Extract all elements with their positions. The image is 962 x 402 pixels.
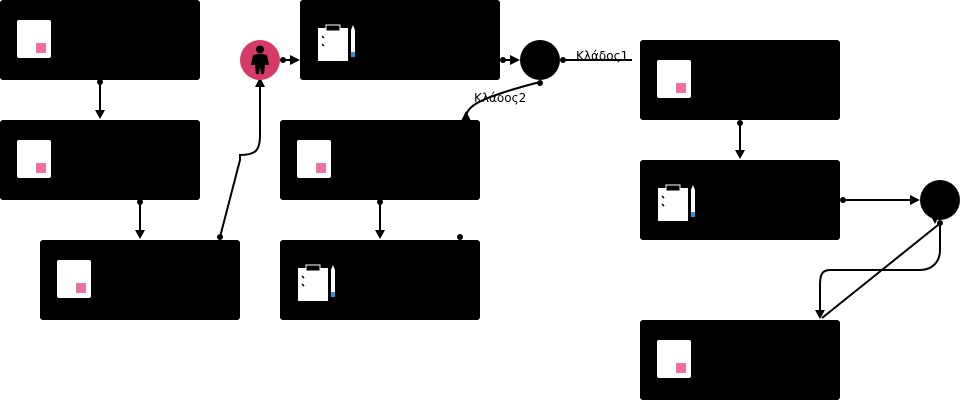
gateway-2[interactable]: [920, 180, 960, 220]
task-node-1[interactable]: [0, 0, 200, 80]
task-node-5[interactable]: [640, 40, 840, 120]
arrowhead: [461, 111, 471, 121]
connection-dots: [97, 57, 943, 240]
clipboard-pencil-icon: [658, 184, 695, 221]
document-icon: [297, 140, 331, 178]
arrowhead: [255, 77, 265, 87]
task-node-4[interactable]: [280, 120, 480, 200]
arrowhead: [910, 195, 920, 205]
form-task-1[interactable]: [300, 0, 500, 80]
task-node-6[interactable]: [640, 320, 840, 400]
task-node-2[interactable]: [0, 120, 200, 200]
clipboard-pencil-icon: [298, 264, 335, 301]
edge-task3-start: [219, 85, 261, 238]
document-icon: [17, 20, 51, 58]
person-icon: [251, 45, 269, 74]
start-event[interactable]: [240, 40, 280, 80]
edge-diagonal: [821, 224, 939, 319]
arrowhead: [375, 230, 385, 239]
arrowhead: [135, 230, 145, 239]
arrowhead: [510, 55, 520, 65]
clipboard-pencil-icon: [318, 24, 355, 61]
arrowhead: [815, 310, 825, 319]
arrowhead: [290, 55, 300, 65]
form-task-2[interactable]: [280, 240, 480, 320]
edge-gateway2-task6: [819, 222, 941, 310]
document-icon: [657, 340, 691, 378]
document-icon: [657, 60, 691, 98]
form-task-3[interactable]: [640, 160, 840, 240]
document-icon: [17, 140, 51, 178]
document-icon: [57, 260, 91, 298]
arrowhead: [735, 150, 745, 159]
arrowhead: [95, 110, 105, 119]
gateway-1[interactable]: [520, 40, 560, 80]
branch1-label: Κλάδος1: [576, 49, 629, 63]
branch2-label: Κλάδος2: [474, 91, 527, 105]
task-node-3[interactable]: [40, 240, 240, 320]
